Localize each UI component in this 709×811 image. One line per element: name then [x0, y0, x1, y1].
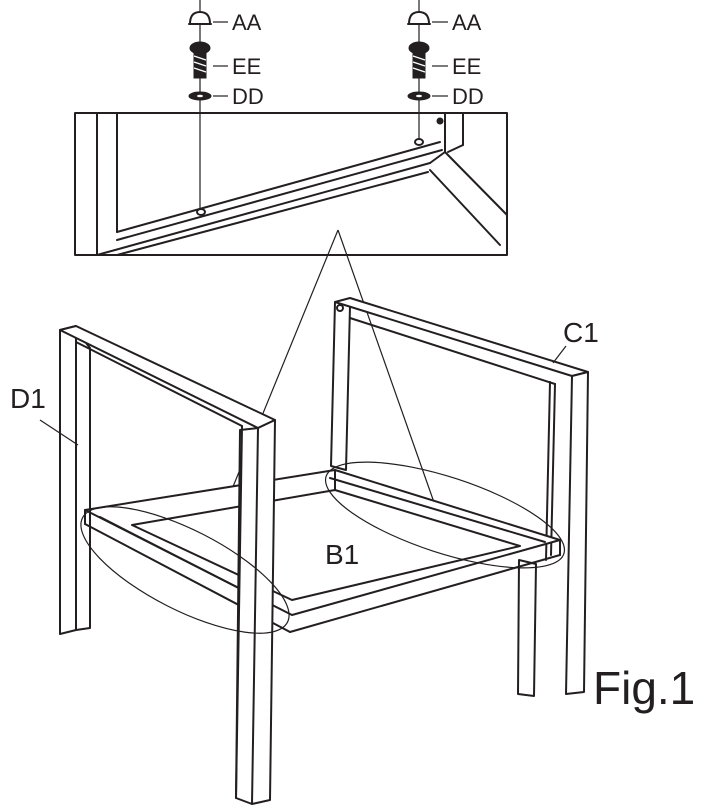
side-frame-d1 — [59, 325, 276, 805]
label-dd-right: DD — [452, 84, 484, 109]
detail-inset — [74, 112, 508, 256]
label-aa-right: AA — [452, 10, 482, 35]
hardware-stack-left — [188, 0, 228, 210]
label-aa-left: AA — [232, 10, 262, 35]
highlight-ellipse-right — [324, 461, 566, 569]
back-frame-c1 — [330, 297, 589, 697]
washer-dd-icon — [407, 91, 431, 101]
bolt-ee-icon — [408, 41, 430, 79]
leader-c1 — [552, 345, 567, 364]
hardware-stack-right — [407, 0, 448, 140]
label-b1: B1 — [325, 539, 359, 570]
highlight-ellipse-left — [80, 506, 290, 634]
label-c1: C1 — [563, 317, 599, 348]
label-ee-left: EE — [232, 54, 261, 79]
seat-frame-b1 — [84, 469, 561, 633]
cap-aa-icon — [188, 11, 212, 25]
cap-aa-icon — [407, 11, 431, 25]
callout-line-right — [337, 229, 437, 509]
bolt-ee-icon — [189, 41, 211, 79]
chair-frame — [39, 297, 589, 805]
washer-dd-icon — [188, 91, 212, 101]
figure-label: Fig.1 — [593, 662, 695, 714]
label-d1: D1 — [10, 383, 46, 414]
label-dd-left: DD — [232, 84, 264, 109]
leader-d1 — [39, 419, 79, 446]
label-ee-right: EE — [452, 54, 481, 79]
